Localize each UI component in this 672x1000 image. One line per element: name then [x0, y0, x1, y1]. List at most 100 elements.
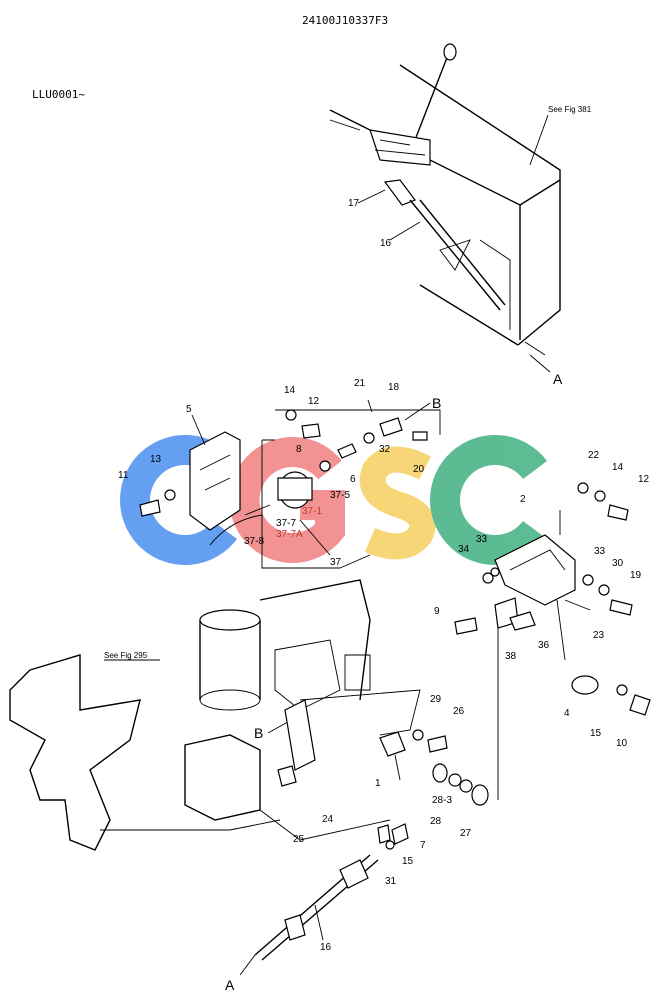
bolt-12-left [301, 423, 321, 439]
top-panel-assembly: See Fig 381 A [329, 43, 592, 387]
doc-code: 24100J10337F3 [302, 14, 388, 27]
view-marker-b-lower: B [254, 725, 263, 741]
see-fig-381[interactable]: See Fig 381 [548, 105, 592, 114]
cable-end-17 [383, 179, 416, 206]
callout-2: 2 [520, 494, 526, 505]
callout-36: 36 [538, 640, 550, 651]
bolt-10 [629, 694, 651, 716]
washer-13 [164, 489, 176, 501]
callout-37-1: 37-1 [302, 506, 322, 517]
callout-15-right: 15 [590, 728, 602, 739]
callout-10: 10 [616, 738, 628, 749]
spring-23 [564, 599, 591, 611]
callout-24: 24 [322, 814, 334, 825]
callout-37-7a: 37-7A [276, 529, 303, 540]
callout-31: 31 [385, 876, 397, 887]
washer-15-low [385, 840, 395, 850]
callout-26: 26 [453, 706, 465, 717]
part-28 [432, 763, 448, 783]
cable-16-top [409, 199, 501, 311]
callout-33-left: 33 [476, 534, 488, 545]
washer-15-right [616, 684, 628, 696]
callout-37: 37 [330, 557, 342, 568]
part-7 [391, 823, 409, 845]
cable-grommet [439, 239, 471, 271]
part-28-3 [448, 773, 462, 787]
callout-16-top: 16 [380, 238, 392, 249]
watermark-logo [120, 435, 547, 565]
callout-13: 13 [150, 454, 162, 465]
callout-17: 17 [348, 198, 360, 209]
lower-linkage: A [225, 729, 489, 993]
washer-27 [471, 784, 489, 806]
part-21-pin [367, 399, 373, 413]
callout-37-7: 37-7 [276, 518, 296, 529]
washer-33-left [490, 567, 500, 577]
callout-27: 27 [460, 828, 472, 839]
washer-22 [577, 482, 589, 494]
washer-34 [482, 572, 494, 584]
nut-31 [377, 824, 391, 844]
cable-nut [284, 914, 306, 941]
callout-30: 30 [612, 558, 624, 569]
part-6-bolt [337, 443, 357, 459]
washer-14-left [285, 409, 297, 421]
callout-7: 7 [420, 840, 426, 851]
callout-16-low: 16 [320, 942, 332, 953]
callout-9: 9 [434, 606, 440, 617]
callout-18: 18 [388, 382, 400, 393]
callout-5: 5 [186, 404, 192, 415]
panel-outline [399, 64, 561, 346]
cooling-fan [9, 654, 141, 851]
solenoid-assembly: B [139, 395, 441, 569]
serial-range: LLU0001~ [32, 88, 85, 101]
bolt-19 [609, 599, 633, 616]
see-fig-295[interactable]: See Fig 295 [104, 651, 148, 660]
cable-threaded-end [339, 859, 369, 889]
callout-23: 23 [593, 630, 605, 641]
bracket-2 [494, 534, 576, 606]
callout-1: 1 [375, 778, 381, 789]
view-marker-b-top: B [432, 395, 441, 411]
callout-32: 32 [379, 444, 391, 455]
callout-14-right: 14 [612, 462, 624, 473]
callout-34: 34 [458, 544, 470, 555]
watermark-c2 [430, 435, 547, 565]
callout-25: 25 [293, 834, 305, 845]
part-4 [571, 675, 599, 695]
part-8 [319, 460, 331, 472]
callout-37-5: 37-5 [330, 490, 350, 501]
callout-19: 19 [630, 570, 642, 581]
callout-12-left: 12 [308, 396, 320, 407]
washer-29 [412, 729, 424, 741]
callout-38: 38 [505, 651, 517, 662]
part-36 [509, 611, 536, 631]
lever-1 [379, 731, 406, 757]
callout-14-left: 14 [284, 385, 296, 396]
callout-11: 11 [118, 470, 129, 481]
callout-29: 29 [430, 694, 442, 705]
view-marker-a-top: A [553, 371, 563, 387]
callout-6: 6 [350, 474, 356, 485]
panel-bottom-edge [419, 284, 519, 346]
engine-bracket [184, 734, 261, 821]
lever-knob [443, 43, 457, 61]
callout-37-8: 37-8 [244, 536, 264, 547]
oil-filter-bottom [199, 689, 261, 711]
washer-28-3b [459, 779, 473, 793]
callout-28: 28 [430, 816, 442, 827]
watermark-g [229, 437, 345, 563]
solenoid-wire [209, 514, 263, 546]
callout-33-right: 33 [594, 546, 606, 557]
part-25 [277, 765, 297, 787]
callout-12-right: 12 [638, 474, 650, 485]
engine-assembly: See Fig 295 B [9, 579, 421, 851]
callout-21: 21 [354, 378, 366, 389]
callout-20: 20 [413, 464, 425, 475]
callout-22: 22 [588, 450, 600, 461]
bracket-5 [189, 431, 241, 531]
bolt-11 [139, 499, 161, 517]
washer-30 [598, 584, 610, 596]
bolt-26 [427, 735, 448, 753]
